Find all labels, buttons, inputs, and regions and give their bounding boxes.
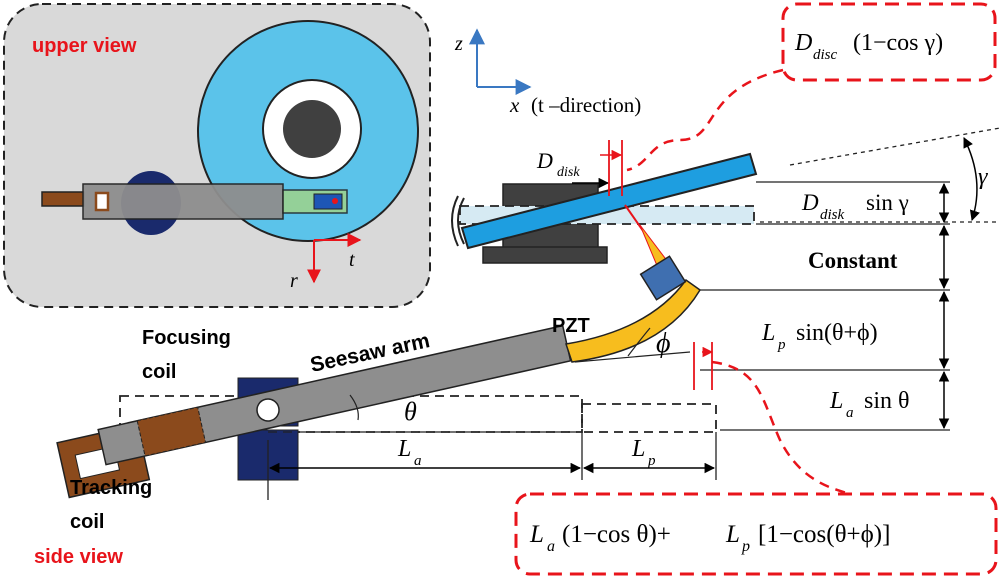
gamma-ref-dashed — [789, 127, 1000, 166]
disc-formula-sub: disc — [813, 47, 838, 63]
side-view-title: side view — [34, 546, 123, 568]
dsin-label-sub: disk — [820, 207, 845, 223]
phi-ref-line — [574, 351, 691, 363]
lp-dim-sub: p — [647, 453, 656, 469]
focusing-coil-line2: coil — [142, 361, 176, 383]
optical-head — [639, 255, 687, 301]
upper-view-panel: upper view t r — [3, 3, 431, 308]
upper-arm-body — [82, 183, 284, 220]
arm-formula-frame — [514, 492, 998, 576]
tracking-coil-line2: coil — [70, 511, 104, 533]
gamma-arc — [963, 137, 980, 221]
dsin-label-main: D — [801, 190, 819, 215]
dsin-label-tail: sin γ — [866, 190, 909, 215]
pzt-label: PZT — [552, 315, 590, 337]
la-dim-sub: a — [414, 453, 422, 469]
upper-head — [313, 193, 343, 210]
disc-formula-connector — [626, 68, 784, 172]
arm-formula-la-sub: a — [547, 538, 555, 555]
r-axis-label: r — [290, 270, 298, 292]
lp-sin-tail: sin(θ+ϕ) — [796, 320, 878, 346]
disk-vibration-marks — [451, 195, 465, 247]
arm-formula-lp-sub: p — [741, 538, 750, 555]
upper-head-dot — [332, 198, 338, 204]
theta-label: θ — [404, 397, 417, 426]
lp-dim-main: L — [631, 436, 645, 462]
constant-label: Constant — [808, 248, 898, 273]
gamma-label: γ — [978, 164, 988, 190]
disc-formula-frame — [781, 2, 997, 82]
phi-label: ϕ — [656, 328, 671, 359]
upper-arm-tail — [41, 191, 85, 207]
la-sin-sub: a — [846, 405, 854, 421]
seesaw-assembly — [56, 255, 717, 500]
vertical-dimensions: γ D disk sin γ Constant L p sin(θ+ϕ) L a… — [690, 127, 1000, 431]
disk-assembly: D disk — [451, 140, 758, 269]
t-axis-label: t — [349, 249, 355, 271]
arm-formula-la: L — [529, 521, 544, 548]
disk-tilted — [460, 152, 758, 250]
lp-sin-sub: p — [777, 337, 786, 353]
arm-formula-lp: L — [725, 521, 740, 548]
coordinate-axes: z x (t –direction) — [454, 28, 641, 117]
lp-sin-main: L — [761, 320, 775, 346]
focusing-coil-line1: Focusing — [142, 327, 231, 349]
spindle-motor-base — [482, 246, 608, 264]
la-dim-main: L — [397, 436, 411, 462]
upper-view-title: upper view — [32, 35, 137, 57]
pivot-hole — [256, 398, 280, 422]
arm-formula-mid: (1−cos θ)+ — [562, 521, 671, 548]
ddisk-label-main: D — [536, 148, 553, 173]
arm-formula-connector — [711, 360, 851, 496]
disc-formula-tail: (1−cos γ) — [853, 30, 943, 56]
tilted-arm — [56, 324, 572, 499]
focusing-coil-winding — [136, 406, 207, 457]
disc-spindle — [283, 100, 341, 158]
disc-formula-box: D disc (1−cos γ) — [626, 2, 997, 172]
pzt-actuator — [565, 278, 701, 363]
ddisk-label-sub: disk — [557, 165, 580, 180]
x-axis-suffix: (t –direction) — [531, 93, 641, 117]
arm-formula-box: L a (1−cos θ)+ L p [1−cos(θ+ϕ)] — [514, 360, 998, 576]
tracking-coil-line1: Tracking — [70, 477, 152, 499]
arm-formula-tail: [1−cos(θ+ϕ)] — [758, 521, 890, 548]
phi-arc — [627, 327, 651, 357]
x-axis-label: x — [509, 93, 520, 117]
la-sin-main: L — [829, 388, 843, 414]
disc-formula-main: D — [794, 30, 812, 56]
la-sin-tail: sin θ — [864, 388, 910, 414]
z-axis-label: z — [454, 33, 463, 55]
upper-arm-slot — [94, 191, 110, 212]
reference-pzt-dashed — [581, 403, 717, 433]
theta-arc — [349, 394, 359, 421]
